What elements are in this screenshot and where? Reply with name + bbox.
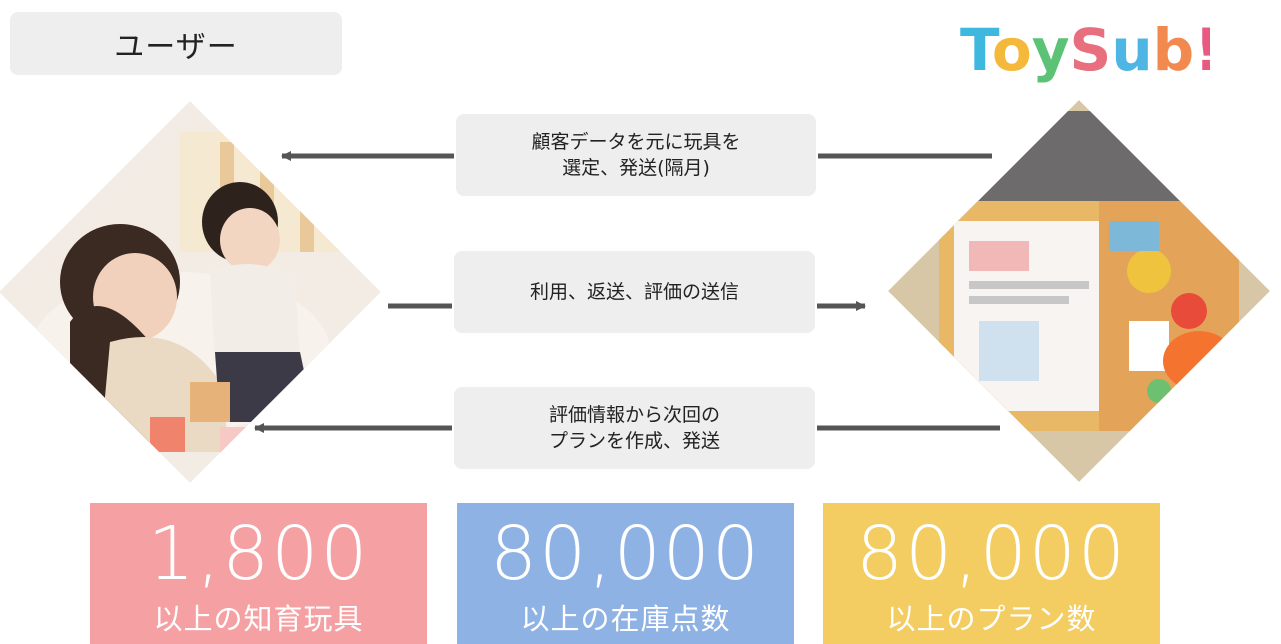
flow-1-line-2: 選定、発送(隔月) (562, 157, 710, 179)
stat-plans-number: 80,000 (856, 511, 1127, 597)
stat-plans-label: 以上のプラン数 (886, 602, 1097, 636)
stat-toys: 1,800 以上の知育玩具 (90, 503, 427, 644)
stat-toys-number: 1,800 (147, 511, 370, 597)
user-label: ユーザー (114, 29, 238, 65)
stat-stock: 80,000 以上の在庫点数 (457, 503, 794, 644)
flow-2-line-1: 利用、返送、評価の送信 (529, 281, 739, 303)
user-label-box: ユーザー (10, 12, 342, 75)
flow-box-next-plan: 評価情報から次回の プランを作成、発送 (454, 387, 815, 469)
stat-stock-number: 80,000 (490, 511, 761, 597)
toysub-logo: ToySub! (960, 16, 1210, 84)
flow-3-line-2: プランを作成、発送 (548, 430, 720, 452)
stat-toys-label: 以上の知育玩具 (153, 602, 364, 636)
flow-3-line-1: 評価情報から次回の (548, 404, 720, 426)
flow-box-select-ship: 顧客データを元に玩具を 選定、発送(隔月) (456, 114, 816, 196)
flow-box-return-review: 利用、返送、評価の送信 (454, 251, 815, 333)
stat-stock-label: 以上の在庫点数 (520, 602, 731, 636)
flow-1-line-1: 顧客データを元に玩具を (531, 131, 741, 153)
stat-plans: 80,000 以上のプラン数 (823, 503, 1160, 644)
toybox-photo (888, 100, 1270, 482)
svg-text:ToySub!: ToySub! (960, 16, 1210, 84)
user-photo (0, 101, 381, 483)
